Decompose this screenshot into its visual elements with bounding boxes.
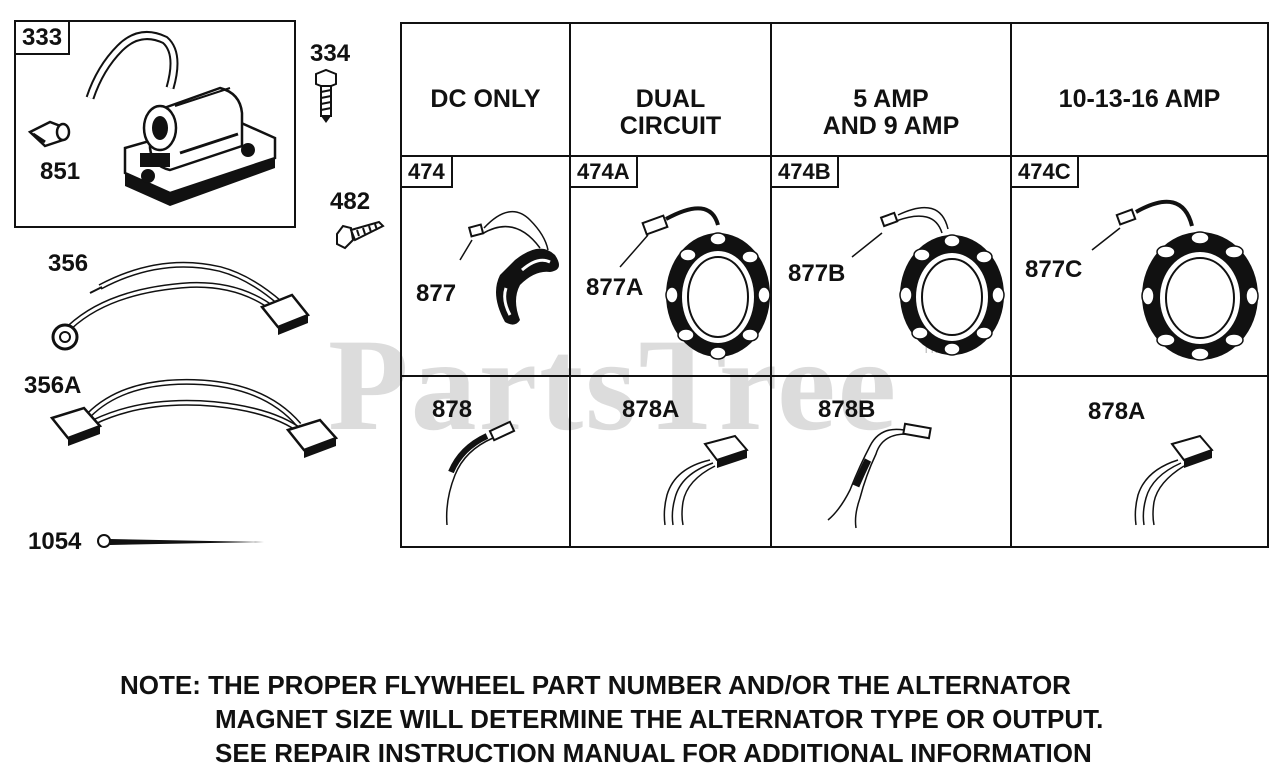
- jumper-wire-356a-illustration: [49, 378, 339, 458]
- table-divider: [569, 22, 571, 548]
- part-label-878a: 878A: [622, 396, 680, 423]
- stator-877-illustration: [459, 211, 559, 325]
- ground-wire-356-illustration: [51, 261, 311, 351]
- part-label-1054: 1054: [28, 528, 82, 555]
- table-divider: [770, 22, 772, 548]
- bolt-334-illustration: [315, 68, 337, 123]
- lead-878a-illustration: [663, 434, 749, 526]
- part-label-334: 334: [310, 40, 351, 67]
- part-label-878a-second: 878A: [1088, 398, 1146, 425]
- ignition-coil-frame: [14, 20, 296, 228]
- part-label-877: 877: [416, 280, 457, 307]
- part-label-333: 333: [14, 20, 71, 55]
- alternator-table: [400, 22, 1269, 548]
- part-label-878: 878: [432, 396, 473, 423]
- part-label-877b: 877B: [788, 260, 846, 287]
- header-dual-circuit: DUAL CIRCUIT: [619, 85, 722, 140]
- lead-878b-illustration: [827, 422, 932, 529]
- stator-877b-illustration: [851, 206, 1005, 356]
- part-label-482: 482: [330, 188, 371, 215]
- terminal-851-illustration: [27, 120, 71, 148]
- note-line-3: SEE REPAIR INSTRUCTION MANUAL FOR ADDITI…: [215, 738, 1092, 768]
- part-label-474b: 474B: [770, 155, 839, 188]
- part-label-474a: 474A: [569, 155, 638, 188]
- header-dc-only: DC ONLY: [430, 85, 541, 113]
- table-divider: [400, 375, 1269, 377]
- part-label-877a: 877A: [586, 274, 644, 301]
- lead-878a-second-illustration: [1134, 434, 1214, 526]
- part-label-877c: 877C: [1025, 256, 1083, 283]
- ignition-coil-illustration: [85, 31, 277, 206]
- note-line-2: MAGNET SIZE WILL DETERMINE THE ALTERNATO…: [215, 704, 1104, 734]
- table-divider: [1010, 22, 1012, 548]
- part-label-356: 356: [48, 250, 89, 277]
- part-label-474c: 474C: [1010, 155, 1079, 188]
- lead-878-illustration: [445, 420, 516, 526]
- header-5-and-9-amp: 5 AMP AND 9 AMP: [822, 85, 960, 140]
- watermark: PartsTree: [328, 311, 899, 458]
- part-label-474: 474: [400, 155, 453, 188]
- screw-482-illustration: [336, 220, 385, 250]
- part-label-851: 851: [40, 158, 81, 185]
- stator-877c-illustration: [1091, 199, 1259, 361]
- header-10-13-16-amp: 10-13-16 AMP: [1058, 85, 1221, 113]
- note-line-1: NOTE: THE PROPER FLYWHEEL PART NUMBER AN…: [120, 670, 1071, 700]
- part-label-356a: 356A: [24, 372, 82, 399]
- stator-877a-illustration: [619, 206, 771, 360]
- part-label-878b: 878B: [818, 396, 876, 423]
- cable-tie-1054-illustration: [97, 534, 264, 548]
